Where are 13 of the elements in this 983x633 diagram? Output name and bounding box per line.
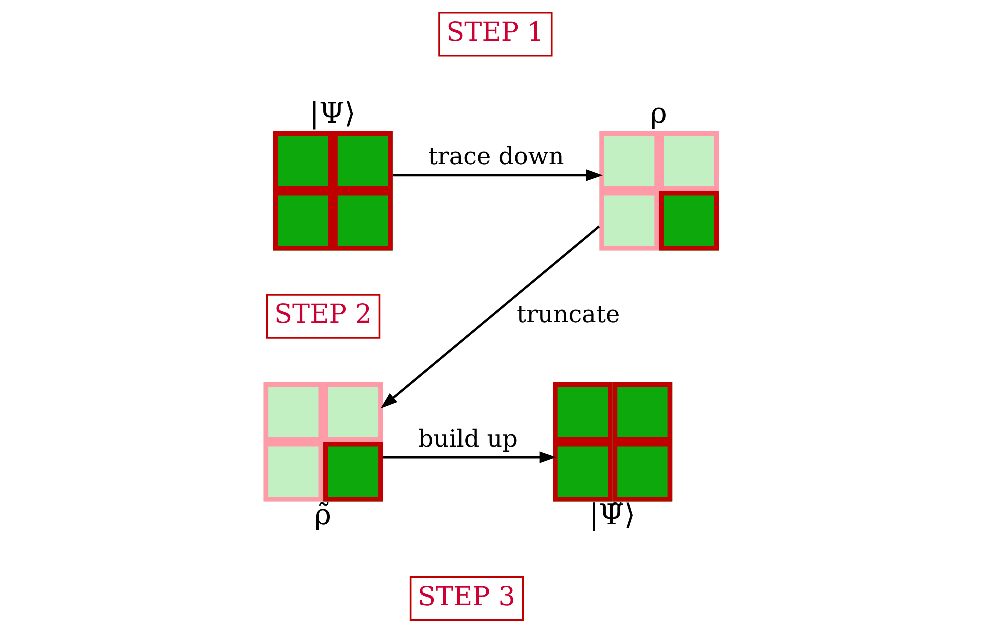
arrow xyxy=(392,170,604,182)
edge-label: build up xyxy=(418,424,518,453)
node-label: ρ̃ xyxy=(314,498,332,532)
node-label: |Ψ̃⟩ xyxy=(590,498,636,532)
edge-label: truncate xyxy=(517,300,620,328)
node-box: STEP 3 xyxy=(410,576,524,622)
node-label: |Ψ⟩ xyxy=(310,96,356,130)
arrow xyxy=(383,452,557,464)
arrow xyxy=(380,226,600,409)
node-box: STEP 1 xyxy=(438,12,553,57)
edge-label: trace down xyxy=(428,142,564,171)
node-box: STEP 2 xyxy=(266,294,381,339)
node-label: ρ xyxy=(650,96,668,130)
